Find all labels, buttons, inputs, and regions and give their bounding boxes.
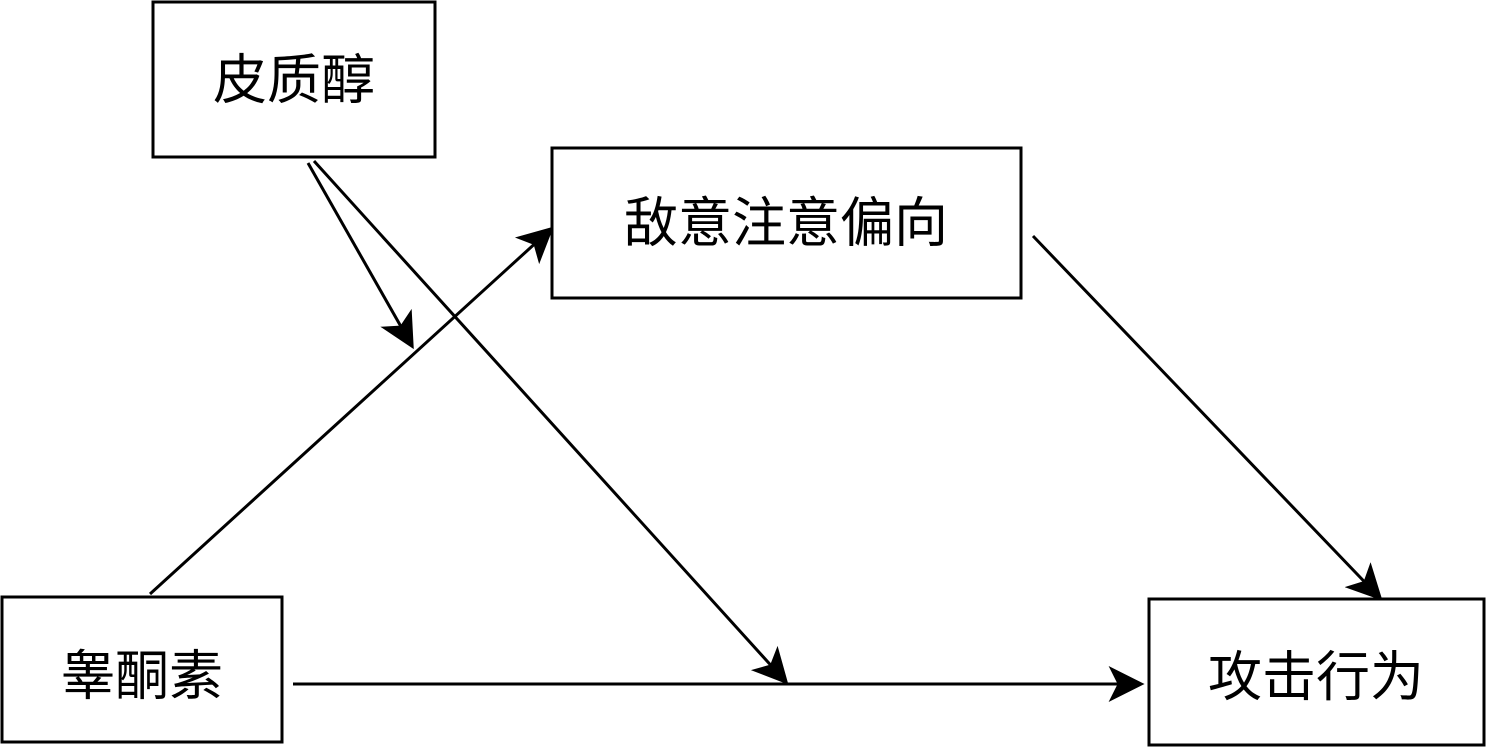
edge-cortisol-moderates-mediation-path bbox=[306, 162, 414, 350]
node-aggressive-behavior: 攻击行为 bbox=[1147, 597, 1486, 747]
node-aggressive-behavior-label: 攻击行为 bbox=[1208, 646, 1424, 709]
node-cortisol: 皮质醇 bbox=[151, 0, 437, 159]
node-cortisol-label: 皮质醇 bbox=[213, 49, 375, 112]
node-testosterone-label: 睾酮素 bbox=[61, 645, 223, 708]
node-hostile-attention-bias-label: 敌意注意偏向 bbox=[624, 192, 948, 255]
node-testosterone: 睾酮素 bbox=[0, 595, 284, 744]
edge-cortisol-moderates-direct-path bbox=[312, 159, 789, 685]
edge-testosterone-to-hostile-bias bbox=[148, 226, 554, 596]
node-hostile-attention-bias: 敌意注意偏向 bbox=[550, 146, 1023, 300]
edge-hostile-bias-to-aggression bbox=[1031, 234, 1383, 601]
